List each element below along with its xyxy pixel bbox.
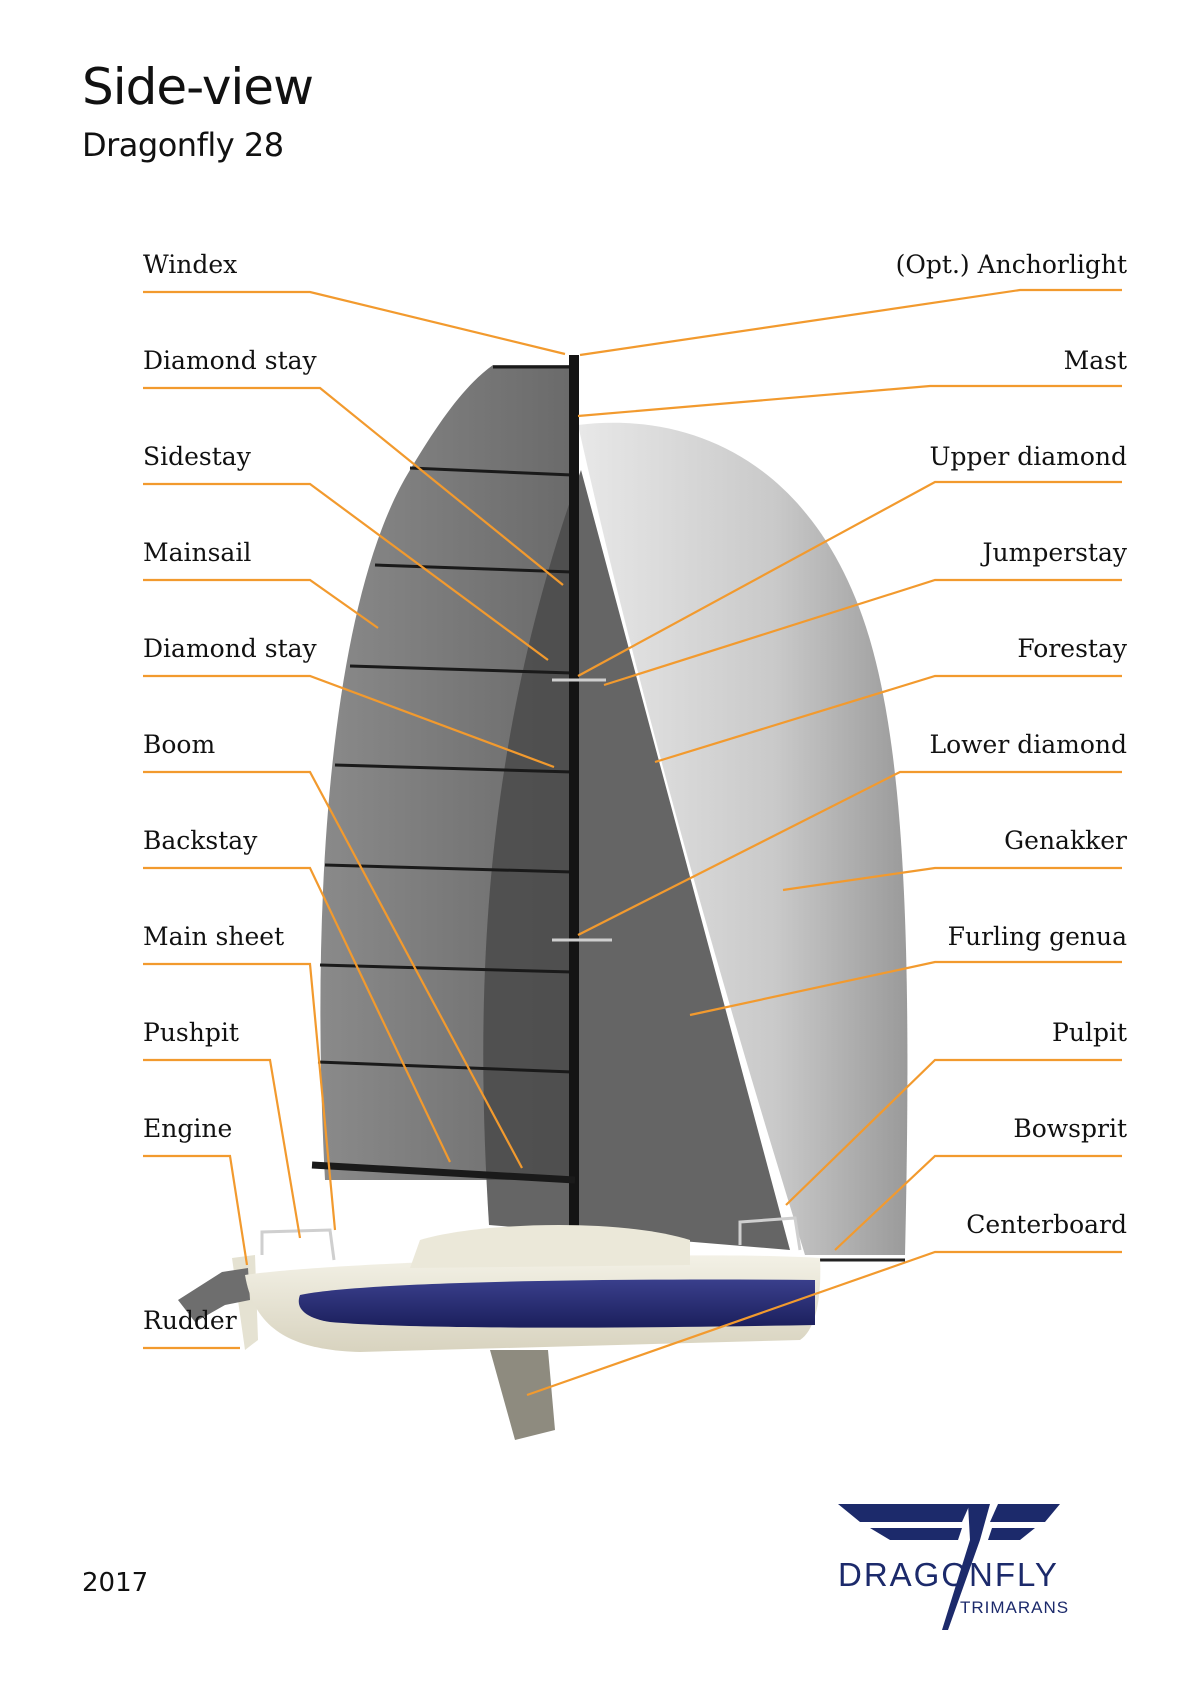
year-label: 2017 [82, 1568, 148, 1598]
label-rudder: Rudder [143, 1306, 237, 1336]
label-lower-diamond: Lower diamond [929, 730, 1127, 760]
label-jumperstay: Jumperstay [983, 538, 1127, 568]
label-diamond-stay-upper: Diamond stay [143, 346, 317, 376]
label-diamond-stay-lower: Diamond stay [143, 634, 317, 664]
label-genakker: Genakker [1004, 826, 1127, 856]
label-furling-genua: Furling genua [948, 922, 1127, 952]
label-boom: Boom [143, 730, 215, 760]
label-anchorlight: (Opt.) Anchorlight [896, 250, 1127, 280]
label-pulpit: Pulpit [1052, 1018, 1127, 1048]
label-engine: Engine [143, 1114, 232, 1144]
label-upper-diamond: Upper diamond [929, 442, 1127, 472]
brand-tagline: TRIMARANS [960, 1598, 1069, 1618]
label-windex: Windex [143, 250, 237, 280]
label-pushpit: Pushpit [143, 1018, 239, 1048]
label-bowsprit: Bowsprit [1013, 1114, 1127, 1144]
centerboard-shape [490, 1350, 555, 1440]
label-forestay: Forestay [1017, 634, 1127, 664]
mast-spar [569, 355, 579, 1235]
label-centerboard: Centerboard [966, 1210, 1127, 1240]
label-mainsail: Mainsail [143, 538, 251, 568]
brand-name: DRAGONFLY [838, 1556, 1059, 1594]
label-sidestay: Sidestay [143, 442, 251, 472]
cabin-shape [410, 1225, 690, 1268]
label-backstay: Backstay [143, 826, 257, 856]
label-main-sheet: Main sheet [143, 922, 284, 952]
label-mast: Mast [1064, 346, 1127, 376]
